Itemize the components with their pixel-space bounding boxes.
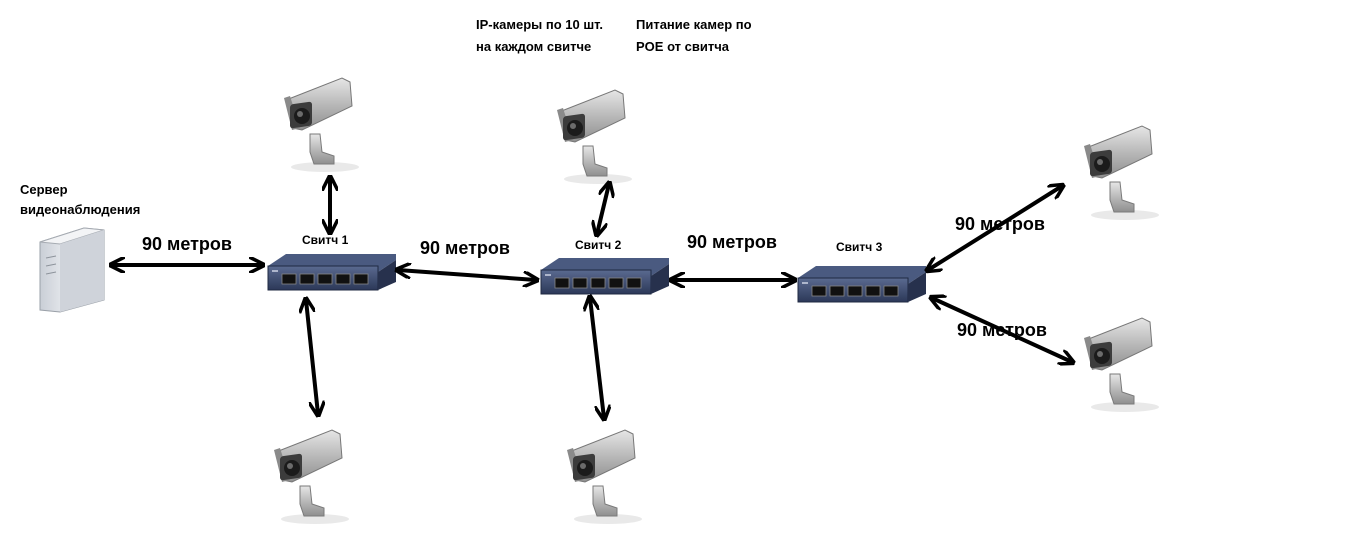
server-icon [39, 227, 105, 313]
switch-3-label: Свитч 3 [836, 240, 883, 254]
link-switch3-camera-top [928, 186, 1062, 270]
distance-switch3-camera-bottom: 90 метров [957, 320, 1047, 340]
cameras-note-line1: IP-камеры по 10 шт. [476, 17, 603, 32]
power-note-line1: Питание камер по [636, 17, 752, 32]
cameras-note: IP-камеры по 10 шт. на каждом свитче [476, 14, 603, 58]
server-label-line1: Сервер [20, 182, 68, 197]
link-switch2-camera-bottom [590, 298, 604, 418]
switch-1-label: Свитч 1 [302, 233, 349, 247]
camera-icon [273, 429, 350, 525]
power-note-line2: POE от свитча [636, 39, 730, 54]
link-switch1-camera-bottom [306, 300, 318, 414]
camera-icon [556, 89, 633, 185]
server-label: Сервер видеонаблюдения [20, 180, 140, 220]
distance-switch1-switch2: 90 метров [420, 238, 510, 258]
switch-1-icon [267, 253, 397, 291]
camera-icon [283, 77, 360, 173]
switch-2-icon [540, 257, 670, 295]
camera-icon [1083, 125, 1160, 221]
distance-server-switch1: 90 метров [142, 234, 232, 254]
server-label-line2: видеонаблюдения [20, 202, 141, 217]
link-switch3-camera-bottom [932, 298, 1072, 362]
distance-switch2-switch3: 90 метров [687, 232, 777, 252]
camera-icon [566, 429, 643, 525]
link-switch1-switch2 [398, 270, 536, 280]
cameras-note-line2: на каждом свитче [476, 39, 592, 54]
switch-2-label: Свитч 2 [575, 238, 622, 252]
switch-3-icon [797, 265, 927, 303]
link-switch2-camera-top [597, 184, 609, 234]
camera-icon [1083, 317, 1160, 413]
power-note: Питание камер по POE от свитча [636, 14, 752, 58]
distance-switch3-camera-top: 90 метров [955, 214, 1045, 234]
